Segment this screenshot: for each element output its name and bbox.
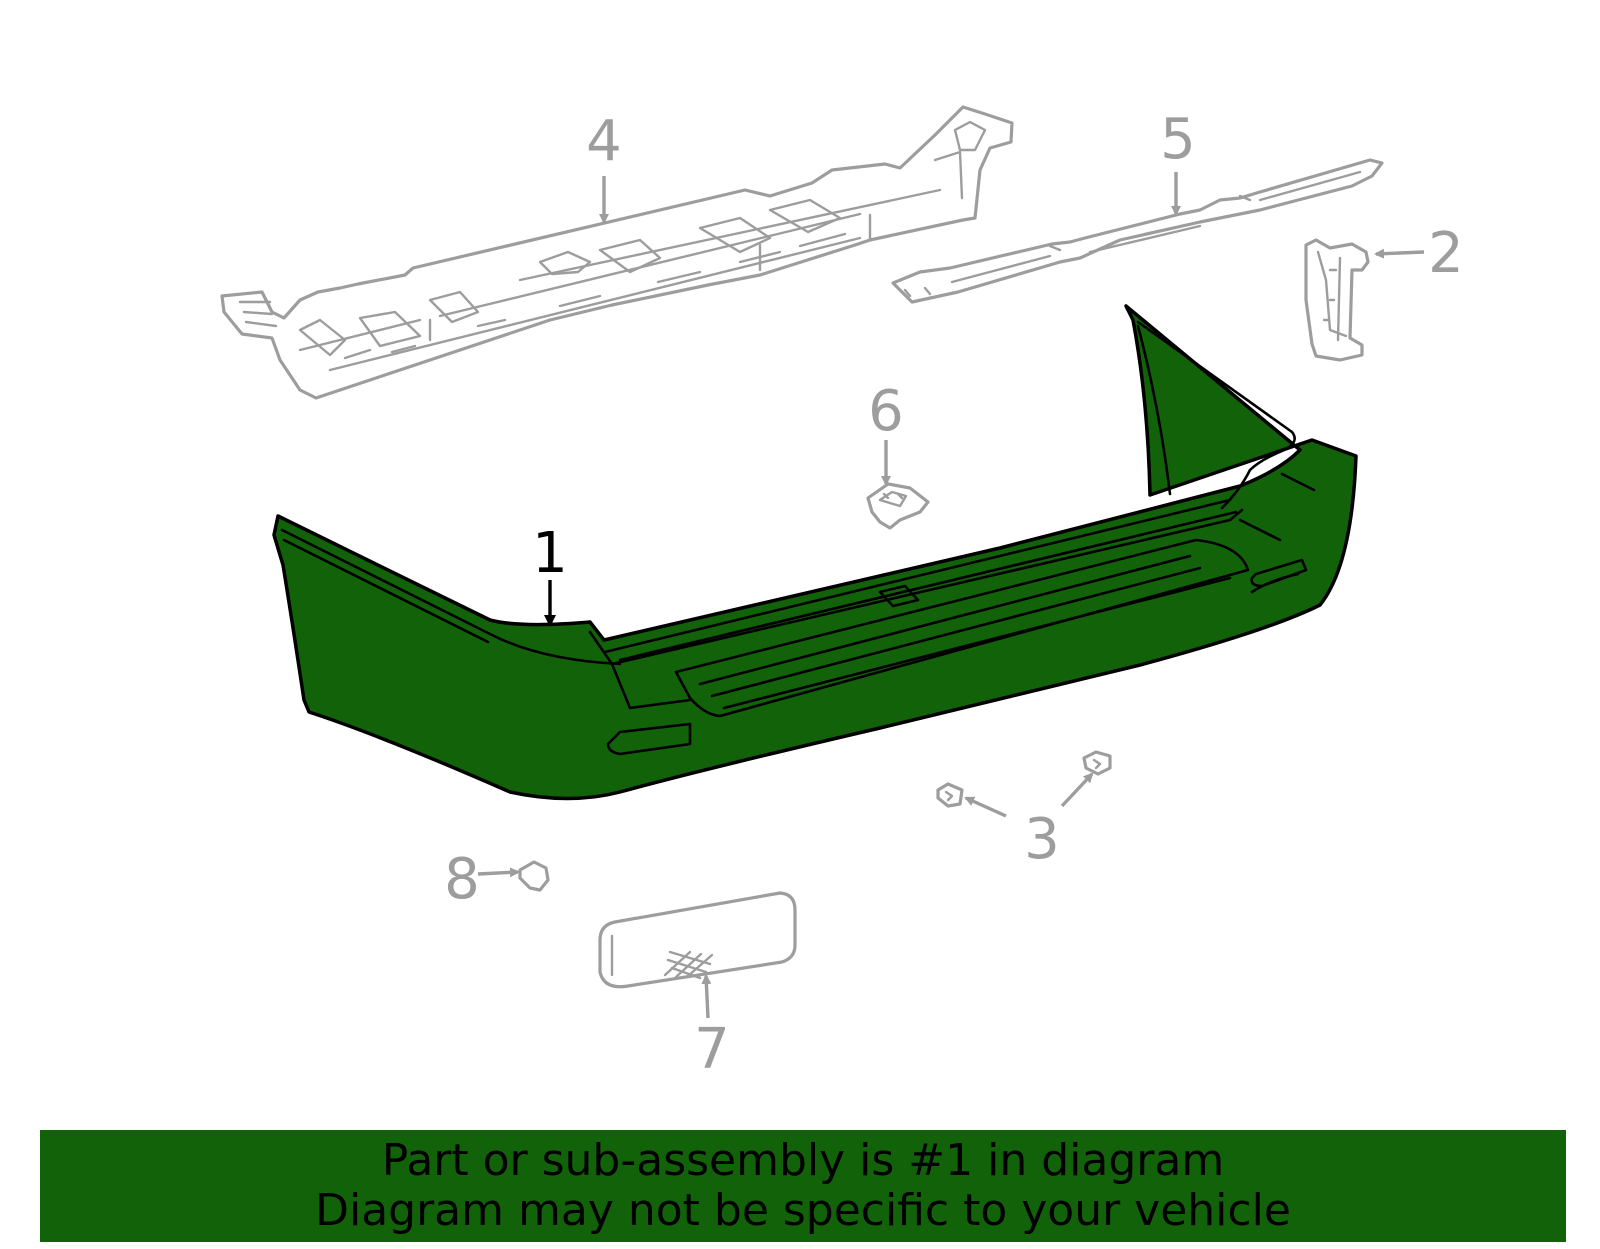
callout-1-label: 1 — [532, 521, 568, 586]
callout-7-label: 7 — [694, 1017, 730, 1082]
callout-2-label: 2 — [1428, 221, 1464, 286]
callout-6-label: 6 — [868, 379, 904, 444]
part-2-bracket[interactable] — [1304, 238, 1370, 362]
callout-8-label: 8 — [444, 847, 480, 912]
banner-line-disclaimer: Diagram may not be specific to your vehi… — [315, 1185, 1291, 1236]
callout-4-label: 4 — [586, 109, 622, 174]
part-5-reinforcement-bar[interactable] — [891, 158, 1384, 304]
callout-3-arrow-right — [1060, 772, 1094, 808]
callout-8-arrow — [477, 867, 520, 878]
callout-3-label: 3 — [1024, 807, 1060, 872]
callout-7-arrow — [701, 974, 712, 1019]
part-6-clip[interactable] — [866, 482, 930, 530]
part-1-bumper-cover[interactable] — [272, 304, 1358, 801]
callout-5-label: 5 — [1160, 107, 1196, 172]
banner-line-highlighted-part: Part or sub-assembly is #1 in diagram — [381, 1135, 1225, 1186]
info-banner: Part or sub-assembly is #1 in diagram Di… — [40, 1130, 1566, 1242]
part-7-reflector[interactable] — [598, 891, 797, 989]
part-4-step-pad[interactable] — [220, 105, 1014, 400]
callout-3-arrow-left — [964, 796, 1007, 818]
part-3-fasteners[interactable] — [936, 750, 1112, 808]
callout-2-arrow — [1374, 248, 1425, 259]
part-8-grommet[interactable] — [518, 860, 550, 892]
